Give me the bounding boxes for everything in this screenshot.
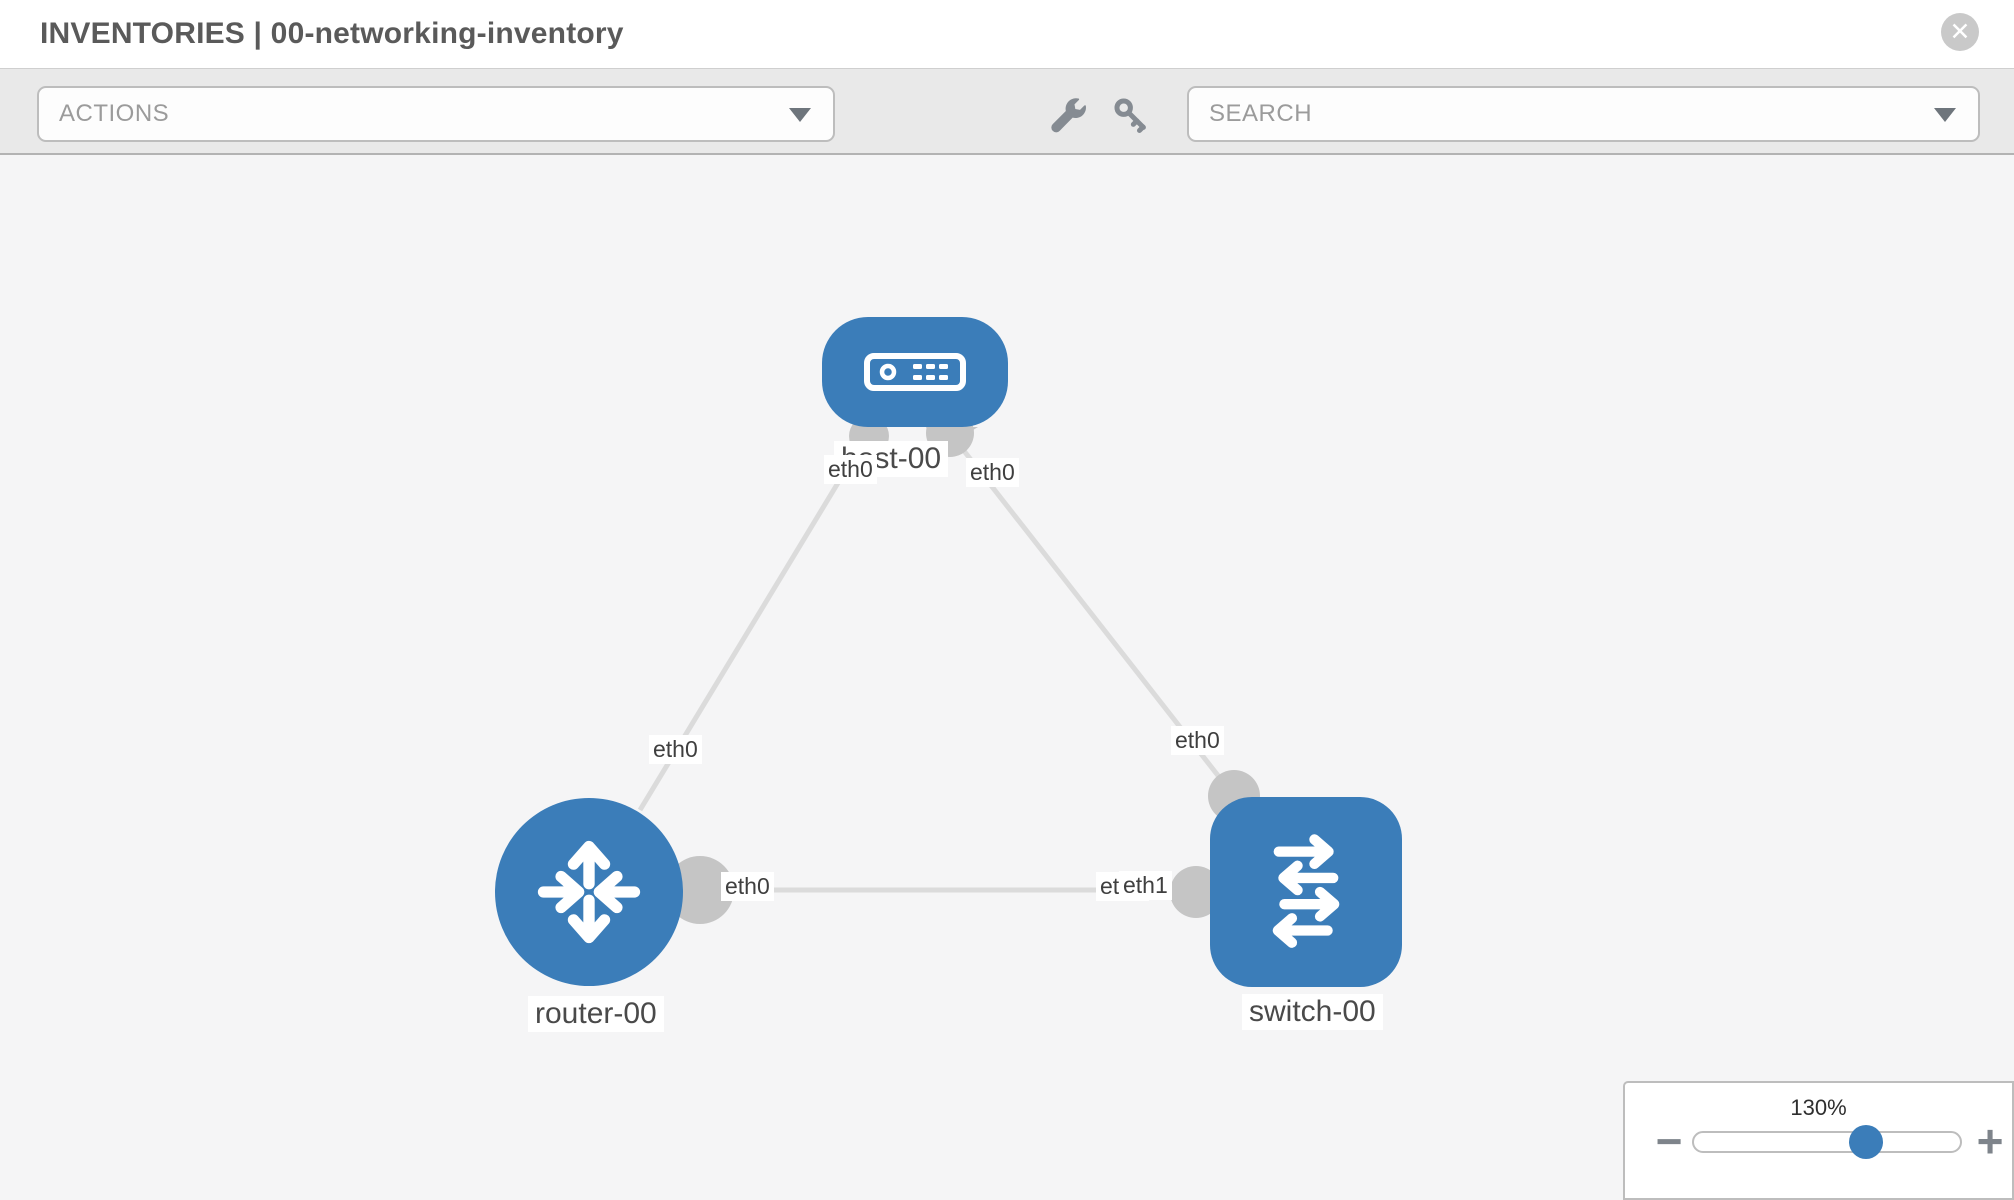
zoom-slider[interactable]: [1692, 1125, 1962, 1159]
interface-router-eth0[interactable]: [666, 856, 734, 924]
iface-label-router-right: eth0: [721, 872, 774, 901]
iface-label-host-left: eth0: [824, 455, 877, 484]
close-button[interactable]: ✕: [1941, 13, 1979, 51]
key-glyph: [1114, 98, 1146, 133]
zoom-out-button[interactable]: −: [1655, 1115, 1683, 1167]
host-server-icon: [864, 353, 966, 391]
wrench-glyph: [1051, 98, 1086, 133]
zoom-in-button[interactable]: +: [1976, 1115, 2004, 1167]
topology-graph: [637, 409, 1260, 924]
node-switch-00[interactable]: [1210, 797, 1402, 987]
iface-label-router-top: eth0: [649, 735, 702, 764]
search-dropdown[interactable]: SEARCH: [1187, 86, 1980, 142]
iface-label-switch-left: eth1: [1119, 871, 1172, 900]
wrench-icon[interactable]: [1048, 96, 1088, 136]
iface-label-host-right: eth0: [966, 458, 1019, 487]
node-router-00[interactable]: [495, 798, 683, 986]
switch-arrows-icon: [1272, 834, 1340, 948]
node-host-00[interactable]: [822, 317, 1008, 427]
zoom-panel: 130% − +: [1623, 1081, 2014, 1200]
node-label-router: router-00: [528, 996, 664, 1032]
topology-canvas[interactable]: host-00 router-00 switch-00 eth0 eth0 et…: [0, 155, 2014, 1200]
page-title: INVENTORIES | 00-networking-inventory: [40, 17, 624, 50]
iface-label-switch-top: eth0: [1171, 726, 1224, 755]
close-icon: ✕: [1949, 18, 1971, 46]
chevron-down-icon: [789, 108, 811, 122]
interface-switch-eth1[interactable]: [1170, 866, 1222, 918]
router-arrows-icon: [537, 840, 641, 944]
zoom-value: 130%: [1790, 1095, 1847, 1120]
search-placeholder: SEARCH: [1209, 100, 1313, 127]
toolbar: ACTIONS SEARCH: [0, 68, 2014, 155]
window-header: INVENTORIES | 00-networking-inventory ✕: [0, 0, 2014, 68]
actions-label: ACTIONS: [59, 100, 170, 127]
zoom-slider-thumb[interactable]: [1849, 1125, 1883, 1159]
node-label-switch: switch-00: [1242, 994, 1383, 1030]
actions-dropdown[interactable]: ACTIONS: [37, 86, 835, 142]
key-icon[interactable]: [1112, 96, 1152, 136]
chevron-down-icon: [1934, 108, 1956, 122]
